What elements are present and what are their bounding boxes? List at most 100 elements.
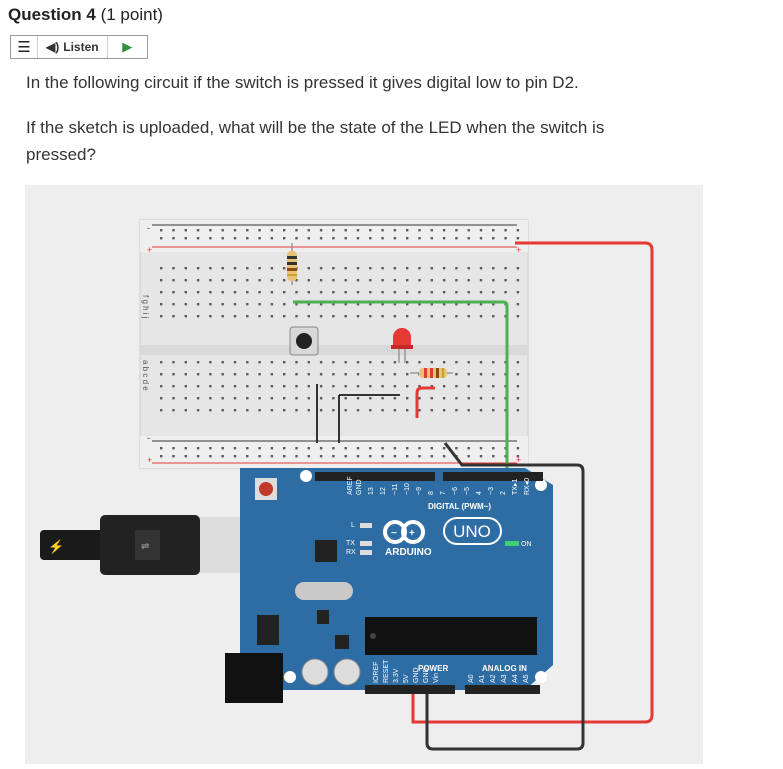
breadboard-hole — [209, 385, 212, 388]
breadboard-hole — [283, 385, 286, 388]
breadboard-hole — [430, 237, 433, 240]
breadboard-hole — [307, 237, 310, 240]
breadboard-hole — [184, 315, 187, 318]
breadboard-hole — [356, 279, 360, 282]
breadboard-hole — [209, 409, 212, 412]
breadboard-hole — [246, 409, 249, 412]
breadboard-hole — [344, 279, 347, 282]
breadboard-hole — [172, 447, 175, 450]
breadboard-hole — [455, 447, 458, 450]
listen-button[interactable]: ◀) Listen — [38, 36, 108, 58]
breadboard-hole — [455, 267, 458, 270]
breadboard-hole — [307, 455, 310, 458]
breadboard-hole — [492, 229, 495, 232]
digital-pin-label: ~6 — [452, 487, 459, 495]
breadboard-hole — [283, 291, 286, 294]
breadboard-hole — [356, 267, 360, 270]
breadboard-hole — [221, 455, 224, 458]
breadboard-hole — [270, 279, 274, 282]
breadboard-hole — [442, 455, 446, 458]
listen-toolbar: ☰ ◀) Listen ▶ — [10, 35, 148, 59]
breadboard-hole — [246, 455, 249, 458]
header-digital-right — [443, 472, 543, 481]
digital-pin-label: ~3 — [488, 487, 495, 495]
breadboard-hole — [319, 267, 323, 270]
breadboard-hole — [418, 229, 421, 232]
breadboard-hole — [160, 455, 163, 458]
breadboard-hole — [369, 447, 372, 450]
breadboard-hole — [258, 397, 261, 400]
breadboard-hole — [233, 237, 237, 240]
breadboard-hole — [418, 279, 421, 282]
breadboard-hole — [184, 279, 187, 282]
l-led-label: L — [351, 522, 355, 529]
breadboard-hole — [381, 279, 384, 282]
breadboard-hole — [369, 361, 372, 364]
breadboard-hole — [209, 447, 212, 450]
breadboard-hole — [246, 385, 249, 388]
breadboard-hole — [319, 397, 323, 400]
breadboard-hole — [381, 267, 384, 270]
uno-label: UNO — [453, 522, 491, 541]
breadboard-hole — [381, 361, 384, 364]
breadboard-hole — [406, 385, 409, 388]
breadboard-hole — [172, 303, 175, 306]
breadboard-hole — [258, 291, 261, 294]
breadboard-hole — [295, 455, 298, 458]
breadboard-hole — [184, 361, 187, 364]
breadboard-hole — [233, 267, 237, 270]
breadboard-hole — [492, 361, 495, 364]
hamburger-icon[interactable]: ☰ — [11, 36, 38, 58]
breadboard-hole — [307, 279, 310, 282]
breadboard-hole — [246, 229, 249, 232]
tx-led-label: TX — [346, 540, 355, 547]
breadboard-hole — [319, 373, 323, 376]
breadboard-hole — [479, 303, 483, 306]
on-led-label: ON — [521, 541, 532, 548]
breadboard-hole — [418, 267, 421, 270]
breadboard-hole — [332, 455, 335, 458]
rx-led-label: RX — [346, 549, 356, 556]
breadboard-hole — [184, 385, 187, 388]
breadboard-hole — [479, 237, 483, 240]
breadboard-hole — [418, 291, 421, 294]
breadboard-hole — [516, 409, 520, 412]
breadboard-hole — [258, 315, 261, 318]
breadboard-hole — [418, 397, 421, 400]
breadboard-hole — [209, 361, 212, 364]
breadboard-hole — [246, 361, 249, 364]
breadboard-hole — [516, 361, 520, 364]
breadboard-hole — [467, 373, 470, 376]
digital-pin-label: 13 — [368, 487, 375, 495]
breadboard-hole — [332, 291, 335, 294]
breadboard-hole — [492, 397, 495, 400]
breadboard-hole — [467, 315, 470, 318]
breadboard-hole — [184, 237, 187, 240]
breadboard-hole — [172, 279, 175, 282]
breadboard-hole — [160, 237, 163, 240]
breadboard-hole — [479, 385, 483, 388]
power-pin-label: GND — [423, 667, 430, 683]
breadboard-hole — [455, 361, 458, 364]
breadboard-hole — [160, 447, 163, 450]
breadboard-hole — [492, 303, 495, 306]
breadboard-hole — [332, 385, 335, 388]
breadboard-hole — [221, 385, 224, 388]
svg-text:⚡: ⚡ — [48, 539, 64, 555]
power-pin-label: 3.3V — [393, 668, 400, 683]
analog-pin-label: A3 — [501, 674, 508, 683]
microcontroller-chip — [365, 617, 537, 655]
breadboard-hole — [172, 361, 175, 364]
breadboard-hole — [295, 397, 298, 400]
svg-text:+: + — [409, 528, 415, 539]
breadboard-hole — [295, 315, 298, 318]
breadboard-hole — [196, 279, 200, 282]
pushbutton — [289, 326, 319, 356]
breadboard-hole — [295, 373, 298, 376]
breadboard-hole — [270, 237, 274, 240]
breadboard-hole — [430, 303, 433, 306]
play-button[interactable]: ▶ — [108, 39, 147, 55]
breadboard-hole — [393, 447, 397, 450]
breadboard-hole — [430, 315, 433, 318]
breadboard-hole — [479, 279, 483, 282]
